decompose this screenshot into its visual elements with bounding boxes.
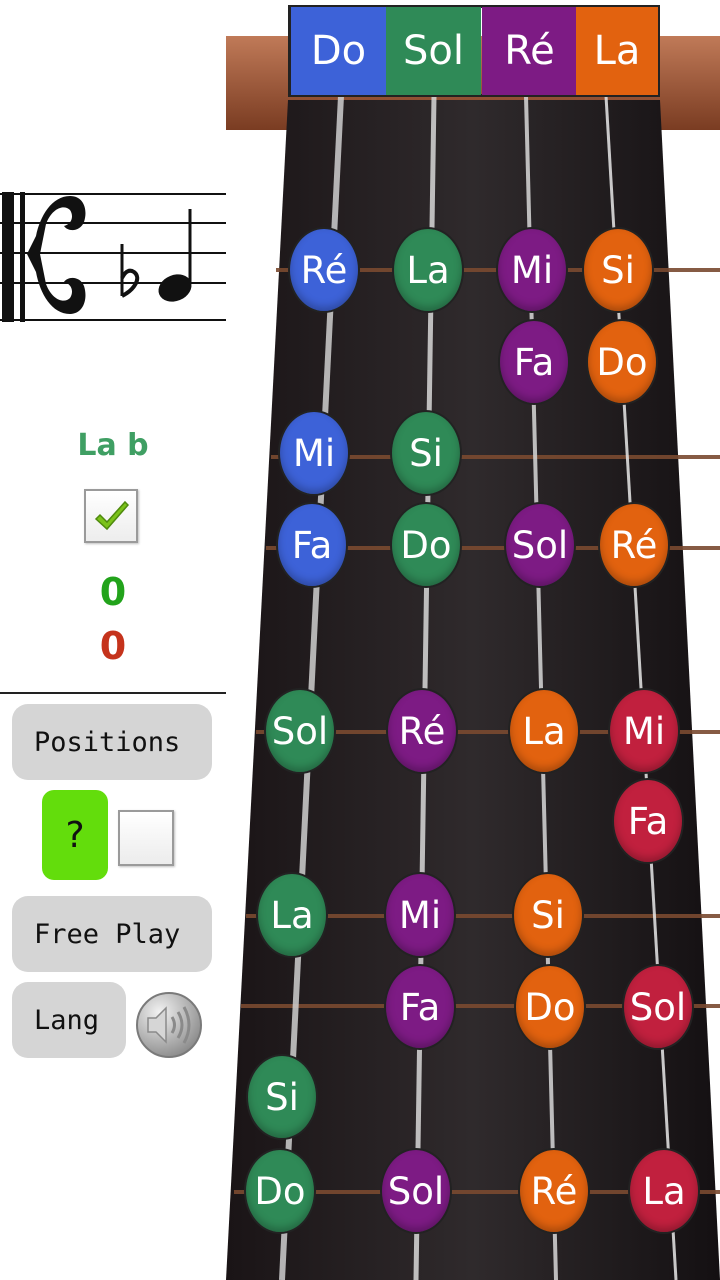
note-marker[interactable]: Sol: [264, 688, 336, 774]
note-marker[interactable]: Do: [514, 964, 586, 1050]
note-marker[interactable]: Sol: [504, 502, 576, 588]
note-marker[interactable]: Fa: [498, 319, 570, 405]
note-marker[interactable]: Do: [586, 319, 658, 405]
note-marker[interactable]: La: [392, 227, 464, 313]
help-button[interactable]: ?: [42, 790, 108, 880]
note-marker[interactable]: Sol: [622, 964, 694, 1050]
divider: [0, 692, 226, 694]
note-marker[interactable]: Ré: [598, 502, 670, 588]
note-marker[interactable]: Si: [246, 1054, 318, 1140]
wrong-count: 0: [99, 624, 127, 668]
string-header-1[interactable]: Sol: [386, 7, 481, 95]
note-marker[interactable]: Do: [390, 502, 462, 588]
note-head-icon: [158, 209, 192, 302]
correct-count: 0: [99, 570, 127, 614]
note-marker[interactable]: Do: [244, 1148, 316, 1234]
note-marker[interactable]: Fa: [612, 778, 684, 864]
note-marker[interactable]: Fa: [276, 502, 348, 588]
note-marker[interactable]: Si: [512, 872, 584, 958]
flat-sign-icon: [120, 244, 140, 298]
string-header-2[interactable]: Ré: [482, 7, 577, 95]
note-marker[interactable]: Ré: [288, 227, 360, 313]
note-marker[interactable]: Mi: [278, 410, 350, 496]
note-marker[interactable]: Ré: [518, 1148, 590, 1234]
checkmark-icon: [94, 500, 130, 531]
alto-clef-staff: [0, 192, 226, 322]
alto-clef-icon: [2, 192, 86, 322]
string-header-3[interactable]: La: [576, 7, 658, 95]
target-note-name: La b: [77, 428, 149, 463]
note-marker[interactable]: Mi: [496, 227, 568, 313]
positions-button[interactable]: Positions: [12, 704, 212, 780]
answer-checkbox[interactable]: [84, 489, 138, 543]
control-panel: La b 0 0 Positions ? Free Play Lang: [0, 0, 226, 1280]
note-marker[interactable]: Si: [390, 410, 462, 496]
note-marker[interactable]: Sol: [380, 1148, 452, 1234]
lang-button[interactable]: Lang: [12, 982, 126, 1058]
note-marker[interactable]: La: [628, 1148, 700, 1234]
speaker-icon[interactable]: [134, 990, 204, 1060]
note-marker[interactable]: Mi: [608, 688, 680, 774]
toggle-checkbox[interactable]: [118, 810, 174, 866]
string-header-0[interactable]: Do: [291, 7, 386, 95]
note-marker[interactable]: Si: [582, 227, 654, 313]
string-header: [288, 5, 660, 97]
free-play-button[interactable]: Free Play: [12, 896, 212, 972]
note-marker[interactable]: La: [508, 688, 580, 774]
note-marker[interactable]: Ré: [386, 688, 458, 774]
note-marker[interactable]: Mi: [384, 872, 456, 958]
note-marker[interactable]: La: [256, 872, 328, 958]
note-marker[interactable]: Fa: [384, 964, 456, 1050]
